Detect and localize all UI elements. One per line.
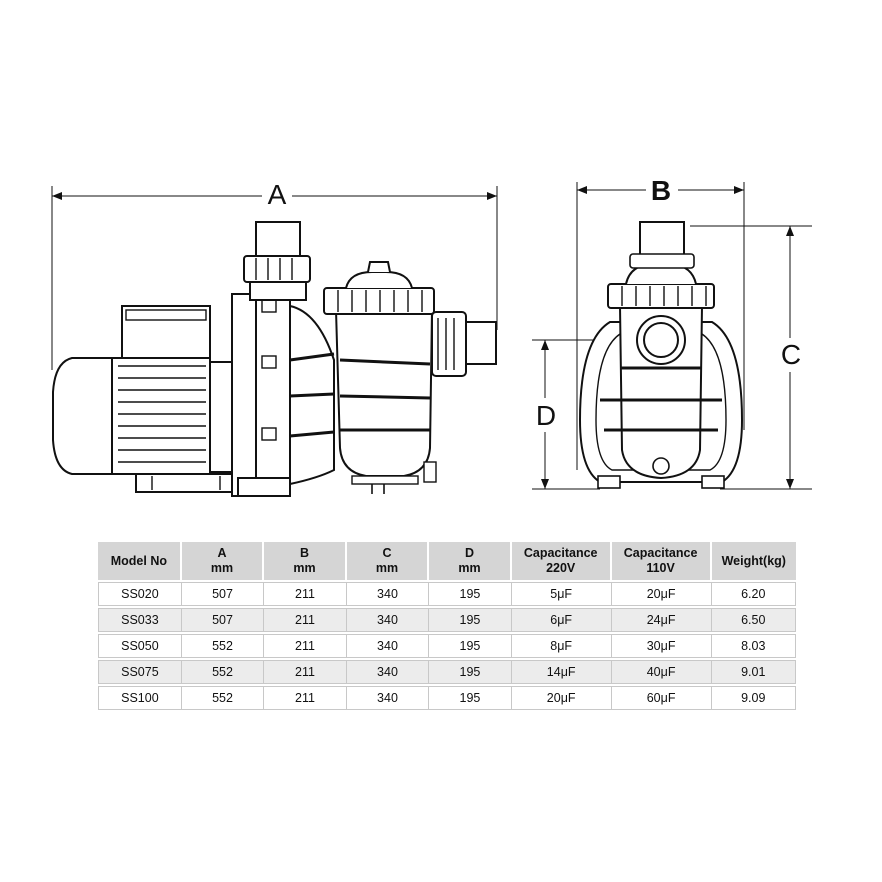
cell-b: 211 — [264, 686, 347, 710]
dimension-d-label: D — [536, 400, 556, 431]
cell-c: 340 — [346, 582, 430, 606]
dimension-c-label: C — [781, 339, 801, 370]
cell-a: 552 — [181, 686, 265, 710]
cell-b: 211 — [264, 608, 347, 632]
cell-model: SS100 — [98, 686, 182, 710]
cell-model: SS050 — [98, 634, 182, 658]
cell-cap-220v: 5μF — [511, 582, 612, 606]
pump-body — [231, 221, 335, 497]
cell-b: 211 — [264, 582, 347, 606]
table-row: SS075 552 211 340 195 14μF 40μF 9.01 — [98, 660, 796, 684]
cell-cap-220v: 6μF — [511, 608, 612, 632]
dimension-a-label: A — [268, 179, 287, 210]
cell-weight: 9.09 — [711, 686, 796, 710]
cell-cap-220v: 14μF — [511, 660, 612, 684]
cell-weight: 8.03 — [711, 634, 796, 658]
dimension-b-label: B — [651, 175, 671, 206]
table-row: SS020 507 211 340 195 5μF 20μF 6.20 — [98, 582, 796, 606]
cell-cap-110v: 60μF — [611, 686, 712, 710]
cell-d: 195 — [429, 582, 512, 606]
cell-weight: 6.50 — [711, 608, 796, 632]
cell-cap-220v: 20μF — [511, 686, 612, 710]
pump-front-view: B C D — [531, 172, 812, 490]
cell-a: 552 — [181, 660, 265, 684]
strainer-housing — [323, 261, 497, 494]
cell-weight: 6.20 — [711, 582, 796, 606]
motor — [52, 305, 239, 493]
pump-side-view: A — [51, 178, 498, 497]
cell-d: 195 — [429, 634, 512, 658]
cell-a: 507 — [181, 608, 265, 632]
cell-c: 340 — [346, 686, 430, 710]
cell-cap-110v: 30μF — [611, 634, 712, 658]
header-weight: Weight(kg) — [711, 542, 796, 580]
cell-weight: 9.01 — [711, 660, 796, 684]
cell-model: SS020 — [98, 582, 182, 606]
cell-d: 195 — [429, 608, 512, 632]
cell-a: 507 — [181, 582, 265, 606]
table-row: SS033 507 211 340 195 6μF 24μF 6.50 — [98, 608, 796, 632]
cell-c: 340 — [346, 634, 430, 658]
cell-b: 211 — [264, 634, 347, 658]
cell-c: 340 — [346, 608, 430, 632]
header-model-no: Model No — [98, 542, 182, 580]
cell-model: SS075 — [98, 660, 182, 684]
dimension-b: B — [576, 172, 745, 470]
table-row: SS050 552 211 340 195 8μF 30μF 8.03 — [98, 634, 796, 658]
cell-a: 552 — [181, 634, 265, 658]
cell-d: 195 — [429, 686, 512, 710]
cell-cap-110v: 24μF — [611, 608, 712, 632]
dimension-c: C — [690, 225, 812, 490]
cell-cap-220v: 8μF — [511, 634, 612, 658]
table-row: SS100 552 211 340 195 20μF 60μF 9.09 — [98, 686, 796, 710]
cell-cap-110v: 40μF — [611, 660, 712, 684]
cell-cap-110v: 20μF — [611, 582, 712, 606]
dimension-a: A — [51, 178, 498, 370]
cell-model: SS033 — [98, 608, 182, 632]
cell-c: 340 — [346, 660, 430, 684]
cell-b: 211 — [264, 660, 347, 684]
cell-d: 195 — [429, 660, 512, 684]
pump-drawing: A — [51, 172, 812, 497]
